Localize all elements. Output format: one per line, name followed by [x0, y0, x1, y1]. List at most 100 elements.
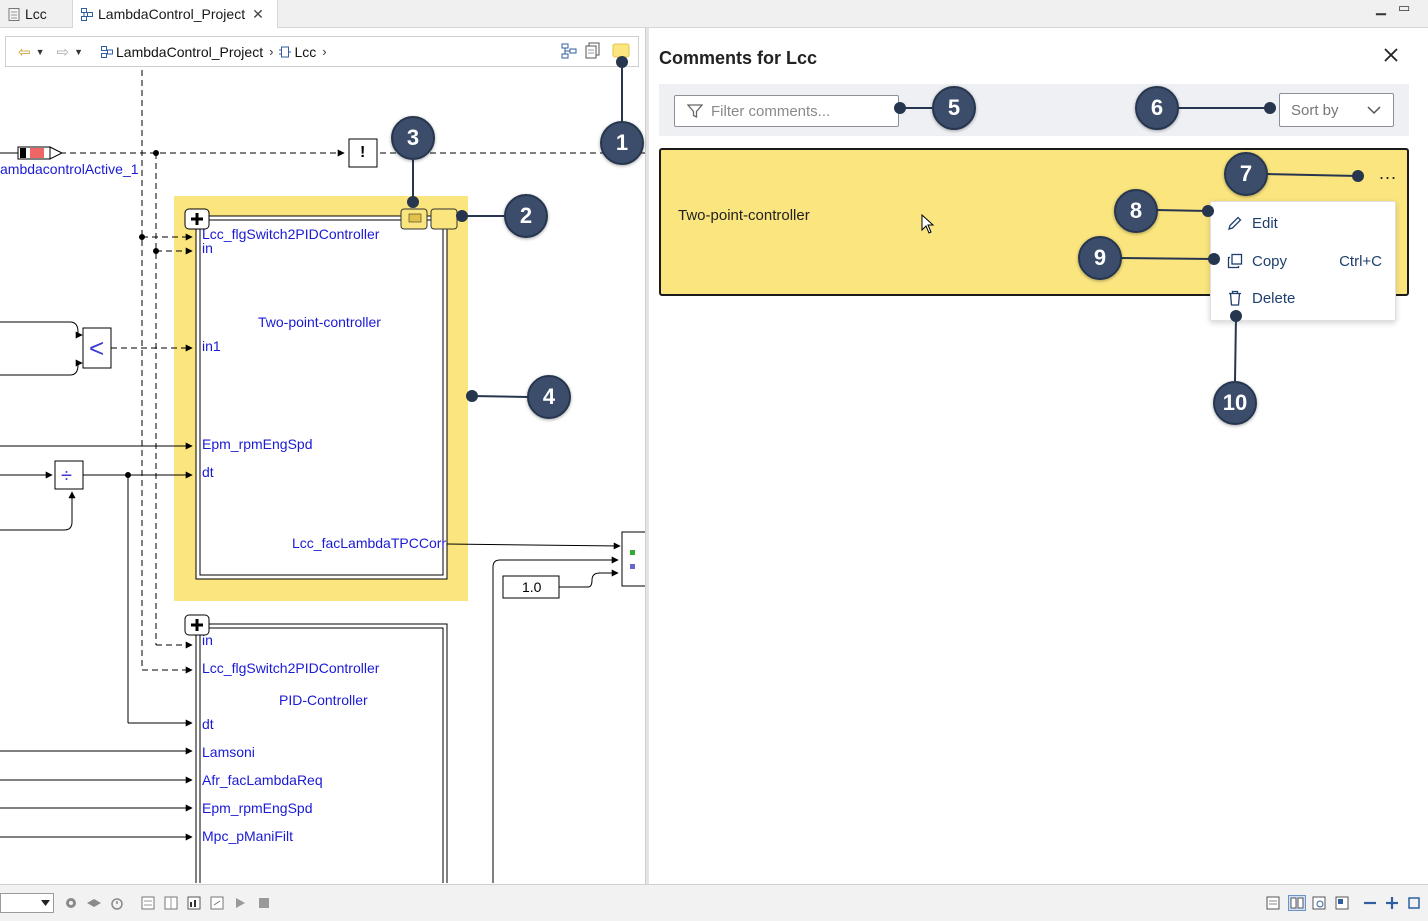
chevron-down-icon: [41, 900, 50, 906]
port-label: in: [202, 240, 213, 256]
sort-by-label: Sort by: [1291, 101, 1339, 119]
sort-by-dropdown[interactable]: Sort by: [1279, 93, 1394, 127]
chevron-down-icon: [1367, 106, 1381, 115]
layout-single-icon[interactable]: [1266, 896, 1280, 910]
callout-badge: 2: [504, 194, 548, 238]
tab-lcc[interactable]: Lcc: [0, 0, 70, 28]
block-title-pid-controller[interactable]: PID-Controller: [279, 692, 368, 708]
breadcrumb-item-lcc[interactable]: Lcc: [279, 44, 316, 60]
settings-gear-icon[interactable]: [64, 896, 78, 910]
panel-title: Comments for Lcc: [659, 48, 818, 68]
callout-badge: 8: [1114, 189, 1158, 233]
breadcrumb: ⇦ ▼ ⇨ ▼ LambdaControl_Project › Lcc ›: [5, 36, 639, 67]
chevron-right-icon: ›: [322, 44, 327, 59]
port-label: Epm_rpmEngSpd: [202, 436, 313, 452]
callout-badge: 6: [1135, 86, 1179, 130]
menu-label: Delete: [1252, 289, 1296, 307]
comments-toggle-icon[interactable]: [612, 42, 630, 60]
table-doc-icon[interactable]: [164, 896, 178, 910]
breadcrumb-item-project[interactable]: LambdaControl_Project: [101, 44, 263, 60]
port-label: dt: [202, 464, 214, 480]
callout-badge: 4: [527, 375, 571, 419]
diagram-wires: [0, 70, 645, 883]
export-doc-icon[interactable]: [210, 896, 224, 910]
breadcrumb-label: Lcc: [294, 43, 317, 60]
zoom-out-icon[interactable]: [1363, 896, 1377, 910]
callout-badge: 3: [391, 116, 435, 160]
port-label: dt: [202, 716, 214, 732]
module-icon: [279, 46, 292, 57]
port-label: Afr_facLambdaReq: [202, 772, 323, 788]
panel-splitter[interactable]: [645, 28, 649, 884]
comment-context-menu: Edit Copy Ctrl+C Delete: [1210, 201, 1396, 321]
grid-doc-icon[interactable]: [141, 896, 155, 910]
signal-label-active: ambdacontrolActive_1: [0, 161, 139, 177]
filter-icon: [687, 104, 703, 119]
editor-tab-bar: Lcc LambdaControl_Project ✕ ▁ ▭: [0, 0, 1428, 28]
filter-toolbar: Sort by: [659, 84, 1409, 136]
layout-zoom-icon[interactable]: [1312, 896, 1326, 910]
menu-item-edit[interactable]: Edit: [1211, 205, 1397, 241]
hierarchy-icon[interactable]: [561, 42, 577, 60]
copy-doc-icon[interactable]: [585, 42, 601, 60]
block-title-two-point-controller[interactable]: Two-point-controller: [258, 314, 381, 330]
layout-fit-icon[interactable]: [1335, 896, 1349, 910]
project-icon: [101, 45, 113, 58]
forward-arrow-icon[interactable]: ⇨: [56, 43, 70, 61]
tab-label: LambdaControl_Project: [98, 6, 246, 22]
pencil-icon: [1228, 216, 1242, 230]
mouse-cursor-icon: [921, 214, 935, 234]
chevron-down-icon[interactable]: ▼: [35, 46, 45, 57]
zoom-in-icon[interactable]: [1385, 896, 1399, 910]
layers-icon[interactable]: [86, 896, 102, 910]
divide-operator: ÷: [61, 465, 72, 487]
copy-icon: [1227, 253, 1243, 269]
callout-badge: 9: [1078, 236, 1122, 280]
more-options-button[interactable]: ...: [1379, 163, 1398, 183]
zoom-dropdown[interactable]: [0, 893, 54, 913]
filter-comments-input[interactable]: [674, 95, 899, 127]
menu-item-copy[interactable]: Copy Ctrl+C: [1211, 243, 1397, 279]
close-icon[interactable]: [1382, 46, 1400, 64]
port-label: Lcc_facLambdaTPCCorr: [292, 535, 447, 551]
play-icon[interactable]: [233, 896, 247, 910]
menu-label: Copy: [1252, 252, 1288, 270]
callout-badge: 7: [1224, 152, 1268, 196]
port-label: in1: [202, 338, 221, 354]
maximize-icon[interactable]: ▭: [1398, 0, 1411, 15]
compare-operator: <: [89, 333, 105, 363]
menu-shortcut: Ctrl+C: [1339, 252, 1382, 270]
bottom-toolbar: [0, 884, 1428, 921]
tab-lambdacontrol-project[interactable]: LambdaControl_Project ✕: [72, 0, 278, 28]
trash-icon: [1229, 290, 1241, 306]
menu-item-delete[interactable]: Delete: [1211, 280, 1397, 316]
stop-icon[interactable]: [257, 896, 271, 910]
timer-icon[interactable]: [110, 896, 124, 910]
project-icon: [81, 7, 93, 21]
callout-badge: 1: [600, 121, 644, 165]
diagram-canvas[interactable]: ambdacontrolActive_1 ! Lcc_flgSwitch2PID…: [0, 70, 645, 883]
zoom-fit-icon[interactable]: [1408, 896, 1420, 910]
port-label: Mpc_pManiFilt: [202, 828, 294, 844]
port-label: Lcc_flgSwitch2PIDController: [202, 660, 380, 676]
chart-doc-icon[interactable]: [187, 896, 201, 910]
callout-badge: 5: [932, 86, 976, 130]
warning-mark: !: [360, 144, 366, 161]
breadcrumb-label: LambdaControl_Project: [116, 43, 264, 60]
chevron-right-icon: ›: [269, 44, 274, 59]
back-arrow-icon[interactable]: ⇦: [18, 43, 31, 61]
file-icon: [8, 7, 20, 21]
tab-label: Lcc: [25, 6, 47, 22]
minimize-icon[interactable]: ▁: [1376, 0, 1386, 15]
tab-close-icon[interactable]: ✕: [252, 5, 264, 22]
menu-label: Edit: [1252, 214, 1278, 232]
layout-split-icon[interactable]: [1288, 895, 1306, 911]
chevron-down-icon[interactable]: ▼: [74, 46, 83, 57]
port-label: Lcc_flgSwitch2PIDController: [202, 226, 380, 242]
comments-panel: Comments for Lcc Sort by Two-point-contr…: [649, 28, 1420, 884]
constant-value: 1.0: [522, 579, 542, 595]
port-label: in: [202, 632, 213, 648]
callout-badge: 10: [1213, 381, 1257, 425]
port-label: Lamsoni: [202, 744, 255, 760]
